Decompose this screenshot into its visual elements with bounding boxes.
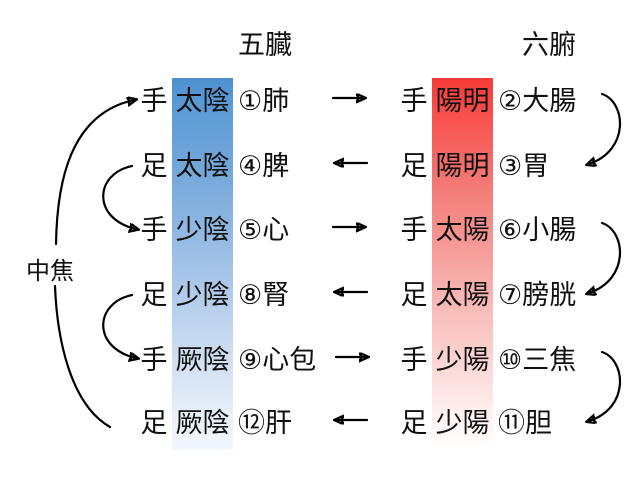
row-gallbladder: 足 少陽 ⑪胆 — [400, 401, 553, 439]
row-large-intestine: 手 陽明 ②大腸 — [400, 79, 577, 117]
channel-label: 少陽 — [435, 344, 490, 375]
header-six-fu: 六腑 — [522, 30, 576, 60]
organ-label: ①肺 — [238, 85, 290, 116]
row-heart: 手 少陰 ⑤心 — [140, 208, 290, 246]
right-loop-arrow-icon — [589, 221, 622, 293]
limb-label: 足 — [400, 407, 428, 438]
row-spleen: 足 太陰 ④脾 — [140, 144, 290, 182]
limb-label: 足 — [140, 279, 168, 310]
row-stomach: 足 陽明 ③胃 — [400, 144, 550, 182]
row-small-intestine: 手 太陽 ⑥小腸 — [400, 208, 577, 246]
limb-label: 手 — [400, 85, 428, 116]
channel-label: 厥陰 — [175, 344, 230, 375]
channel-label: 陽明 — [435, 85, 490, 116]
right-loop-arrow-icon — [589, 350, 622, 421]
channel-label: 太陽 — [435, 279, 490, 310]
row-liver: 足 厥陰 ⑫肝 — [140, 401, 293, 439]
organ-label: ③胃 — [498, 150, 550, 181]
row-pericardium: 手 厥陰 ⑨心包 — [140, 338, 317, 376]
row-bladder: 足 太陽 ⑦膀胱 — [400, 273, 577, 311]
channel-label: 太陰 — [175, 85, 230, 116]
limb-label: 手 — [400, 214, 428, 245]
row-triple-burner: 手 少陽 ⑩三焦 — [400, 338, 577, 376]
channel-label: 厥陰 — [175, 407, 230, 438]
organ-label: ⑨心包 — [238, 344, 317, 375]
channel-label: 太陽 — [435, 214, 490, 245]
limb-label: 足 — [140, 150, 168, 181]
limb-label: 足 — [400, 150, 428, 181]
limb-label: 手 — [140, 85, 168, 116]
channel-label: 少陰 — [175, 214, 230, 245]
organ-label: ⑦膀胱 — [498, 279, 577, 310]
liver-to-middle-jiao-curve-icon — [53, 284, 112, 429]
channel-label: 陽明 — [435, 150, 490, 181]
organ-label: ⑥小腸 — [498, 214, 577, 245]
right-loop-arrow-icon — [589, 92, 622, 164]
middle-jiao-to-lung-arrow-icon — [54, 100, 134, 246]
organ-label: ②大腸 — [498, 85, 577, 116]
left-loop-arrow-icon — [102, 293, 136, 358]
limb-label: 手 — [140, 344, 168, 375]
limb-label: 足 — [140, 407, 168, 438]
organ-label: ⑪胆 — [498, 407, 552, 438]
organ-label: ⑤心 — [238, 214, 290, 245]
organ-label: ⑫肝 — [238, 407, 292, 438]
organ-label: ④脾 — [238, 150, 290, 181]
limb-label: 手 — [140, 214, 168, 245]
organ-label: ⑧腎 — [238, 279, 290, 310]
row-kidney: 足 少陰 ⑧腎 — [140, 273, 290, 311]
header-five-zang: 五臓 — [238, 30, 292, 60]
row-lung: 手 太陰 ①肺 — [140, 79, 290, 117]
limb-label: 足 — [400, 279, 428, 310]
left-loop-arrow-icon — [102, 164, 136, 229]
blue-gradient-band-yin — [172, 78, 233, 450]
organ-label: ⑩三焦 — [498, 344, 577, 375]
limb-label: 手 — [400, 344, 428, 375]
label-middle-jiao: 中焦 — [26, 258, 74, 285]
channel-label: 太陰 — [175, 150, 230, 181]
channel-label: 少陽 — [435, 407, 490, 438]
red-gradient-band-yang — [432, 78, 493, 450]
channel-label: 少陰 — [175, 279, 230, 310]
